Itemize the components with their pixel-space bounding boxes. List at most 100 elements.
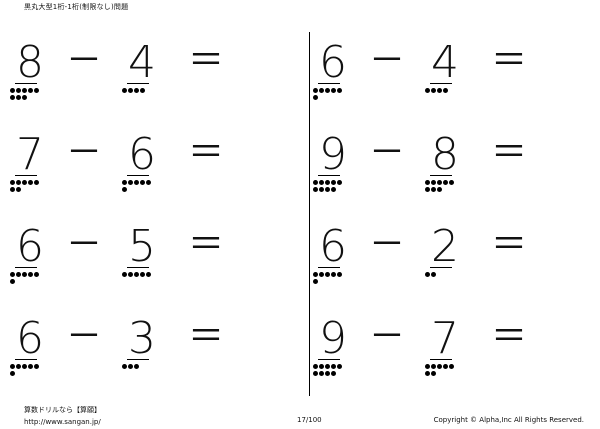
count-dot (319, 187, 324, 192)
count-dot (22, 88, 27, 93)
equals-sign: ＝ (491, 224, 528, 265)
count-dot (28, 88, 33, 93)
count-dot (331, 371, 336, 376)
count-dot (134, 272, 139, 277)
equals-sign: ＝ (491, 132, 528, 173)
count-dot (325, 272, 330, 277)
subtrahend-digit: 8 (431, 129, 459, 180)
minuend-dots (311, 272, 351, 294)
subtrahend-block: 7 (423, 314, 459, 384)
worksheet-title: 黒丸大型1桁-1桁(制限なし)問題 (24, 3, 129, 11)
digit-underline (127, 267, 149, 268)
subtrahend-digit: 2 (431, 221, 459, 272)
count-dot (28, 180, 33, 185)
equals-sign: ＝ (491, 40, 528, 81)
count-dot (443, 180, 448, 185)
count-dot (331, 88, 336, 93)
footer-site-info: 算数ドリルなら【算願】 http://www.sangan.jp/ (24, 404, 101, 428)
count-dot (331, 364, 336, 369)
count-dot (313, 180, 318, 185)
digit-underline (318, 359, 340, 360)
subtrahend-dots (120, 272, 160, 294)
count-dot (431, 187, 436, 192)
digit-underline (15, 359, 37, 360)
subtrahend-block: 6 (120, 129, 156, 200)
count-dot (16, 187, 21, 192)
count-dot (10, 364, 15, 369)
count-dot (431, 364, 436, 369)
minus-sign: － (66, 40, 103, 81)
subtrahend-dots (120, 180, 160, 202)
count-dot (313, 272, 318, 277)
count-dot (22, 95, 27, 100)
count-dot (10, 95, 15, 100)
count-dot (16, 180, 21, 185)
problem-6: 6 － 2 ＝ (311, 222, 551, 292)
subtrahend-dots (423, 180, 463, 202)
count-dot (425, 371, 430, 376)
count-dot (313, 187, 318, 192)
count-dot (425, 364, 430, 369)
digit-underline (318, 83, 340, 84)
minuend-block: 9 (311, 314, 347, 384)
minus-sign: － (66, 316, 103, 357)
count-dot (313, 88, 318, 93)
count-dot (325, 364, 330, 369)
count-dot (146, 180, 151, 185)
equals-sign: ＝ (188, 224, 225, 265)
count-dot (449, 180, 454, 185)
count-dot (10, 272, 15, 277)
count-dot (443, 364, 448, 369)
problem-3: 7 － 6 ＝ (8, 130, 248, 200)
count-dot (331, 187, 336, 192)
count-dot (34, 364, 39, 369)
problem-4: 9 － 8 ＝ (311, 130, 551, 200)
count-dot (313, 279, 318, 284)
count-dot (34, 88, 39, 93)
minuend-dots (8, 272, 48, 294)
digit-underline (127, 359, 149, 360)
problem-5: 6 － 5 ＝ (8, 222, 248, 292)
subtrahend-dots (120, 88, 160, 110)
subtrahend-block: 4 (120, 38, 156, 108)
count-dot (122, 180, 127, 185)
subtrahend-block: 4 (423, 38, 459, 108)
count-dot (437, 364, 442, 369)
count-dot (140, 88, 145, 93)
subtrahend-digit: 5 (128, 221, 156, 272)
minuend-block: 6 (311, 37, 347, 108)
count-dot (431, 272, 436, 277)
count-dot (337, 180, 342, 185)
count-dot (437, 187, 442, 192)
count-dot (10, 88, 15, 93)
count-dot (134, 88, 139, 93)
subtrahend-dots (120, 364, 160, 386)
minuend-digit: 9 (319, 129, 347, 180)
minuend-block: 9 (311, 129, 347, 200)
minuend-digit: 6 (16, 221, 44, 272)
digit-underline (15, 267, 37, 268)
digit-underline (127, 175, 149, 176)
minuend-dots (8, 180, 48, 202)
subtrahend-digit: 6 (128, 129, 156, 180)
count-dot (140, 272, 145, 277)
subtrahend-dots (423, 88, 463, 110)
minuend-digit: 6 (319, 37, 347, 88)
count-dot (122, 187, 127, 192)
count-dot (128, 180, 133, 185)
count-dot (325, 187, 330, 192)
equals-sign: ＝ (188, 316, 225, 357)
count-dot (28, 272, 33, 277)
count-dot (319, 180, 324, 185)
digit-underline (430, 175, 452, 176)
count-dot (128, 272, 133, 277)
count-dot (10, 371, 15, 376)
count-dot (325, 88, 330, 93)
digit-underline (15, 175, 37, 176)
minus-sign: － (66, 224, 103, 265)
count-dot (431, 88, 436, 93)
count-dot (319, 272, 324, 277)
count-dot (10, 180, 15, 185)
equals-sign: ＝ (491, 316, 528, 357)
count-dot (16, 88, 21, 93)
